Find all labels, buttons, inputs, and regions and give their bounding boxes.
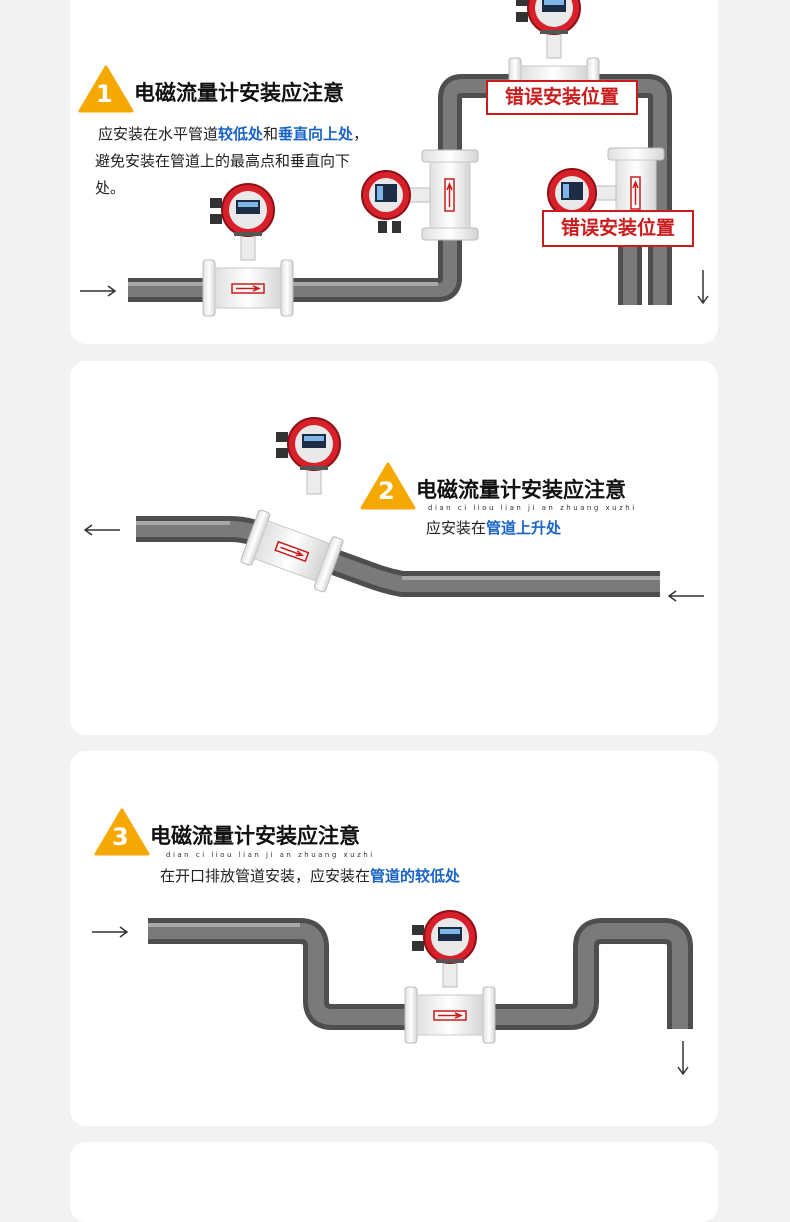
section-3-pipe-diagram [92,910,693,1076]
flow-arrow-in [92,926,129,938]
section-number: 1 [96,80,113,108]
section-title: 电磁流量计安装应注意 [416,478,626,502]
section-2-panel: 2 电磁流量计安装应注意 dian ci liou lian ji an zhu… [70,361,718,735]
flow-arrow-in [80,285,117,297]
flowmeter-horizontal [202,183,294,317]
section-1-panel: 1 电磁流量计安装应注意 应安装在水平管道较低处和垂直向上处，避免安装在管道上的… [70,0,718,344]
flowmeter-low-point [404,910,496,1044]
flow-arrow-in [667,590,704,602]
section-3-panel: 3 电磁流量计安装应注意 dian ci liou lian ji an zhu… [70,751,718,1126]
flow-arrow-out [697,270,709,305]
warning-triangle-icon [360,462,416,510]
flowmeter-vertical-up [361,149,479,241]
section-description: 应安装在管道上升处 [426,519,562,537]
warning-triangle-icon [94,808,150,856]
section-4-panel [70,1142,718,1222]
wrong-position-label: 错误安装位置 [542,210,694,247]
section-number: 3 [112,823,129,851]
flow-arrow-out [83,524,120,536]
section-description: 在开口排放管道安装，应安装在管道的较低处 [160,867,461,885]
section-description: 应安装在水平管道较低处和垂直向上处，避免安装在管道上的最高点和垂直向下处。 [95,125,369,197]
flowmeter-inclined [239,508,345,594]
section-2-pipe-diagram [83,417,704,602]
section-title: 电磁流量计安装应注意 [150,824,360,848]
section-title: 电磁流量计安装应注意 [134,81,344,105]
section-number: 2 [378,477,395,505]
section-pinyin: dian ci liou lian ji an zhuang xuzhi [428,504,637,512]
warning-triangle-icon [78,65,134,113]
flow-arrow-out [677,1041,689,1076]
wrong-position-label: 错误安装位置 [486,80,638,115]
section-pinyin: dian ci liou lian ji an zhuang xuzhi [166,851,375,859]
